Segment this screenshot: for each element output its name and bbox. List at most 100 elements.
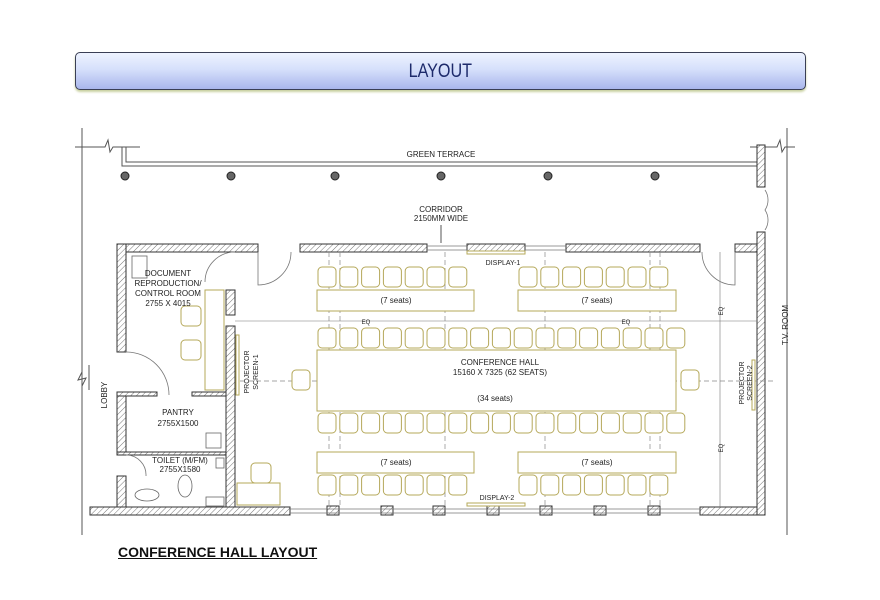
hall-label: CONFERENCE HALL bbox=[461, 358, 540, 367]
corridor-width-label: 2150MM WIDE bbox=[414, 214, 468, 223]
chair bbox=[535, 412, 555, 434]
fixtures bbox=[131, 255, 225, 507]
chair bbox=[339, 266, 359, 288]
chair bbox=[404, 327, 424, 349]
windows-doors bbox=[125, 189, 769, 514]
chair bbox=[513, 412, 533, 434]
terrace-columns bbox=[120, 171, 660, 181]
chair bbox=[562, 474, 582, 496]
chair bbox=[339, 327, 359, 349]
table-seats-label: (7 seats) bbox=[581, 458, 612, 467]
chair bbox=[680, 369, 700, 391]
table-seats-label: (7 seats) bbox=[380, 458, 411, 467]
chair bbox=[339, 474, 359, 496]
chair bbox=[426, 412, 446, 434]
desk bbox=[236, 482, 281, 506]
chair bbox=[317, 266, 337, 288]
chair bbox=[666, 412, 686, 434]
hall-size: 15160 X 7325 (62 SEATS) bbox=[453, 368, 547, 377]
projector-screen-1-label: SCREEN-1 bbox=[253, 354, 260, 390]
chair bbox=[382, 412, 402, 434]
toilet-size: 2755X1580 bbox=[160, 465, 201, 474]
projector-screen-2-label: PROJECTOR bbox=[739, 361, 746, 404]
chair bbox=[361, 266, 381, 288]
chair bbox=[562, 266, 582, 288]
chair bbox=[491, 327, 511, 349]
lobby-label: LOBBY bbox=[100, 381, 109, 408]
chair bbox=[426, 474, 446, 496]
display-2-label: DISPLAY-2 bbox=[480, 495, 515, 502]
doc-room-label: REPRODUCTION/ bbox=[134, 279, 202, 288]
projector-screen-1-label: PROJECTOR bbox=[244, 350, 251, 393]
chair bbox=[513, 327, 533, 349]
chair bbox=[579, 327, 599, 349]
chair bbox=[583, 266, 603, 288]
projector-screen-1 bbox=[235, 334, 240, 396]
table-seats-label: (7 seats) bbox=[380, 296, 411, 305]
chair bbox=[644, 327, 664, 349]
chair bbox=[448, 474, 468, 496]
chair bbox=[622, 327, 642, 349]
chair bbox=[666, 327, 686, 349]
pantry-size: 2755X1500 bbox=[158, 419, 199, 428]
chair bbox=[361, 327, 381, 349]
chair bbox=[448, 412, 468, 434]
toilet-label: TOILET (M/FM) bbox=[152, 456, 208, 465]
chair bbox=[600, 412, 620, 434]
chair bbox=[180, 305, 202, 327]
chair bbox=[404, 266, 424, 288]
eq-label: EQ bbox=[719, 306, 725, 315]
chair bbox=[448, 266, 468, 288]
chair bbox=[540, 266, 560, 288]
chair bbox=[317, 412, 337, 434]
chair bbox=[470, 412, 490, 434]
green-terrace-label: GREEN TERRACE bbox=[407, 150, 476, 159]
chair bbox=[291, 369, 311, 391]
page-title: LAYOUT bbox=[408, 61, 473, 82]
display-2 bbox=[466, 502, 526, 507]
furniture bbox=[180, 250, 756, 507]
chair bbox=[605, 266, 625, 288]
table-seats-label: (7 seats) bbox=[581, 296, 612, 305]
eq-label: EQ bbox=[622, 320, 631, 326]
display-1-label: DISPLAY-1 bbox=[486, 260, 521, 267]
chair bbox=[622, 412, 642, 434]
eq-label: EQ bbox=[362, 320, 371, 326]
chair bbox=[600, 327, 620, 349]
pantry-label: PANTRY bbox=[162, 408, 194, 417]
chair bbox=[448, 327, 468, 349]
table-top-left bbox=[316, 289, 475, 312]
title-banner: LAYOUT bbox=[75, 52, 806, 90]
doc-room-label: DOCUMENT bbox=[145, 269, 191, 278]
caption: CONFERENCE HALL LAYOUT bbox=[118, 544, 318, 560]
chair bbox=[540, 474, 560, 496]
table-center bbox=[316, 349, 677, 412]
chair bbox=[535, 327, 555, 349]
eq-label: EQ bbox=[719, 443, 725, 452]
projector-screen-2 bbox=[751, 359, 756, 411]
chair bbox=[470, 327, 490, 349]
chair bbox=[649, 474, 669, 496]
chair bbox=[627, 266, 647, 288]
tv-room-label: T.V. ROOM bbox=[781, 305, 790, 345]
chair bbox=[605, 474, 625, 496]
chair bbox=[579, 412, 599, 434]
chair bbox=[649, 266, 669, 288]
center-table-seats: (34 seats) bbox=[477, 394, 513, 403]
doc-room-size: 2755 X 4015 bbox=[145, 299, 191, 308]
chair bbox=[627, 474, 647, 496]
chair bbox=[382, 327, 402, 349]
dimension-lines bbox=[235, 252, 757, 507]
table-bottom-left bbox=[316, 451, 475, 474]
chair bbox=[518, 474, 538, 496]
table-top-right bbox=[517, 289, 677, 312]
doc-room-label: CONTROL ROOM bbox=[135, 289, 201, 298]
chair bbox=[361, 474, 381, 496]
chair bbox=[426, 327, 446, 349]
corridor-label: CORRIDOR bbox=[419, 205, 463, 214]
chair bbox=[361, 412, 381, 434]
table-bottom-right bbox=[517, 451, 677, 474]
chair bbox=[491, 412, 511, 434]
chair bbox=[382, 266, 402, 288]
